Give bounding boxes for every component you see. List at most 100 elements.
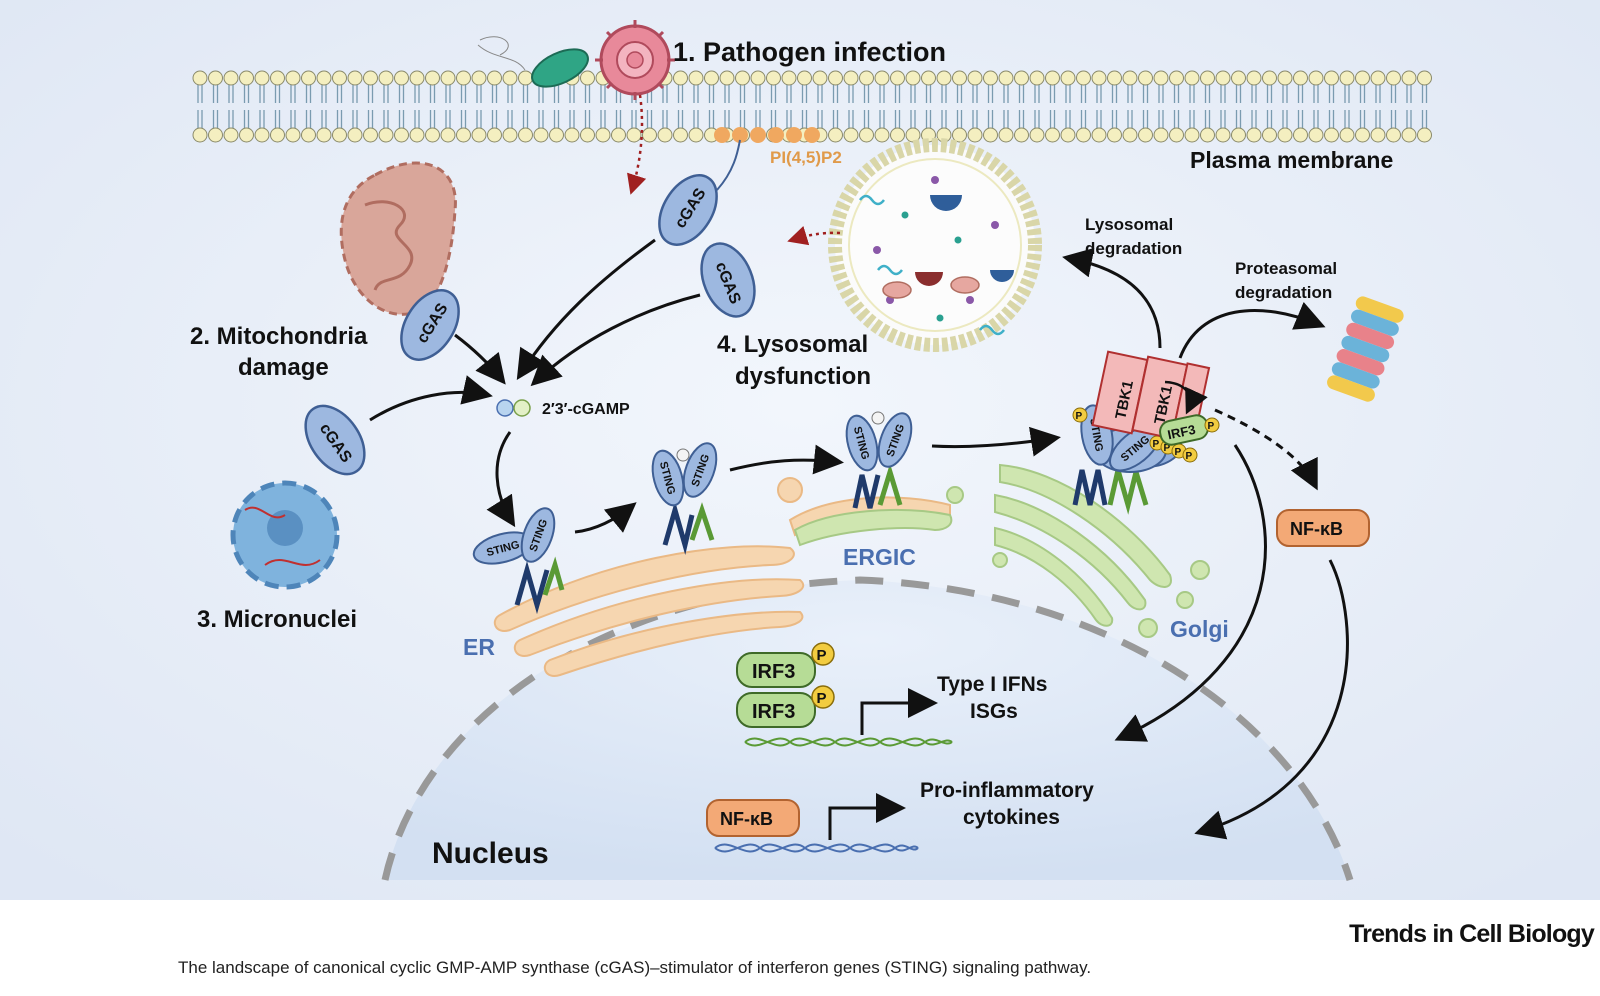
lipid-tail (476, 85, 482, 128)
lipid-head (1076, 127, 1091, 143)
lipid-tail (305, 85, 312, 128)
cgamp-arrows (369, 238, 701, 422)
lipid-head (1091, 127, 1107, 143)
lipid-tail (1173, 85, 1180, 128)
phospho-p: P (1208, 421, 1215, 432)
lipid-head (812, 70, 828, 86)
lipid-tail (228, 85, 234, 128)
lipid-head (1045, 127, 1060, 143)
lipid-tail (1003, 85, 1009, 128)
ergic-label: ERGIC (843, 544, 916, 570)
lipid-head (1184, 127, 1200, 143)
lipid-head (1370, 127, 1386, 143)
plasma-membrane-label: Plasma membrane (1190, 147, 1393, 173)
lipid-head (611, 127, 626, 143)
lipid-tail (848, 85, 854, 128)
lipid-tail (832, 85, 839, 128)
phospho-p: P (1186, 451, 1193, 462)
micronucleus-icon (230, 480, 340, 590)
er-label: ER (463, 634, 495, 660)
lipid-head (301, 127, 316, 143)
lipid-tail (553, 85, 560, 128)
lipid-head (828, 127, 843, 143)
lipid-head (688, 70, 704, 86)
lipid-tail (569, 85, 575, 128)
lipid-tail (1049, 85, 1056, 128)
lipid-head (1169, 70, 1184, 86)
lipid-tail (941, 85, 947, 128)
lipid-tail (770, 85, 777, 128)
irf3-dimer-nucleus: IRF3 P IRF3 P (736, 642, 835, 728)
lipid-head (843, 70, 859, 86)
lipid-tail (677, 85, 684, 128)
lipid-tail (1034, 85, 1040, 128)
irf3-translocation-arrow (1114, 444, 1267, 742)
lipid-tail (925, 85, 932, 128)
lipid-tail (491, 85, 498, 128)
lipid-tail (507, 85, 513, 128)
sting-dimer-er: STING STING (472, 507, 565, 615)
lipid-head (208, 127, 223, 143)
lipid-head (1277, 127, 1293, 143)
lipid-head (363, 127, 378, 143)
lipid-head (1122, 127, 1138, 143)
lipid-head (890, 127, 905, 143)
lipid-head (456, 127, 471, 143)
lipid-head (905, 127, 921, 143)
lipid-head (1215, 70, 1231, 86)
lipid-head (859, 70, 874, 86)
phospho-p: P (1076, 411, 1083, 422)
lipid-tail (693, 85, 699, 128)
lipid-tail (972, 85, 978, 128)
lipid-tail (1251, 85, 1257, 128)
lipid-head (1138, 127, 1153, 143)
cgas-mitochondria: cGAS (400, 289, 460, 361)
lipid-tail (259, 85, 265, 128)
lipid-tail (383, 85, 389, 128)
lipid-head (983, 127, 998, 143)
lipid-head (1386, 70, 1401, 86)
lipid-head (394, 70, 409, 86)
lysosomal-degradation-label-line2: degradation (1085, 239, 1182, 258)
lipid-tail (708, 85, 715, 128)
lipid-head (471, 127, 487, 143)
lipid-tail (1189, 85, 1195, 128)
bacterium-icon (477, 36, 589, 88)
nfkb-nucleus: NF-κB (706, 799, 800, 837)
lipid-head (1308, 70, 1324, 86)
lipid-tail (352, 85, 358, 128)
lipid-head (983, 70, 998, 86)
lipid-tail (321, 85, 327, 128)
pip2-label: PI(4,5)P2 (770, 148, 842, 167)
lipid-head (1355, 70, 1370, 86)
phospho-p: P (817, 647, 827, 664)
lipid-tail (801, 85, 808, 128)
lipid-head (549, 127, 564, 143)
lipid-head (1076, 70, 1091, 86)
lipid-tail (956, 85, 963, 128)
lipid-head (1029, 70, 1045, 86)
lipid-tail (1111, 85, 1118, 128)
figure-caption: The landscape of canonical cyclic GMP-AM… (178, 958, 1092, 977)
lipid-head (642, 127, 657, 143)
lipid-tail (1096, 85, 1102, 128)
er-organelle (493, 545, 805, 677)
lipid-head (1308, 127, 1324, 143)
lipid-head (1417, 127, 1432, 143)
lipid-head (1029, 127, 1045, 143)
lipid-head (1324, 127, 1339, 143)
lipid-head (363, 70, 378, 86)
lipid-head (828, 70, 843, 86)
lipid-head (316, 70, 332, 86)
cgas-sting-pathway-diagram: PI(4,5)P2 Plasma membrane Nucleus 1. Pat… (0, 0, 1600, 900)
lipid-head (1138, 70, 1153, 86)
nfkb-cytoplasm: NF-κB (1276, 509, 1370, 547)
tbk1-phosphorylation-arrow (1164, 380, 1208, 415)
lipid-tail (243, 85, 250, 128)
lipid-head (270, 70, 285, 86)
lipid-head (409, 127, 425, 143)
lipid-head (1107, 70, 1122, 86)
lipid-head (518, 70, 533, 86)
nfkb-translocation-arrow (1194, 559, 1349, 840)
mitochondria-damage-label-line1: 2. Mitochondria (190, 323, 368, 350)
